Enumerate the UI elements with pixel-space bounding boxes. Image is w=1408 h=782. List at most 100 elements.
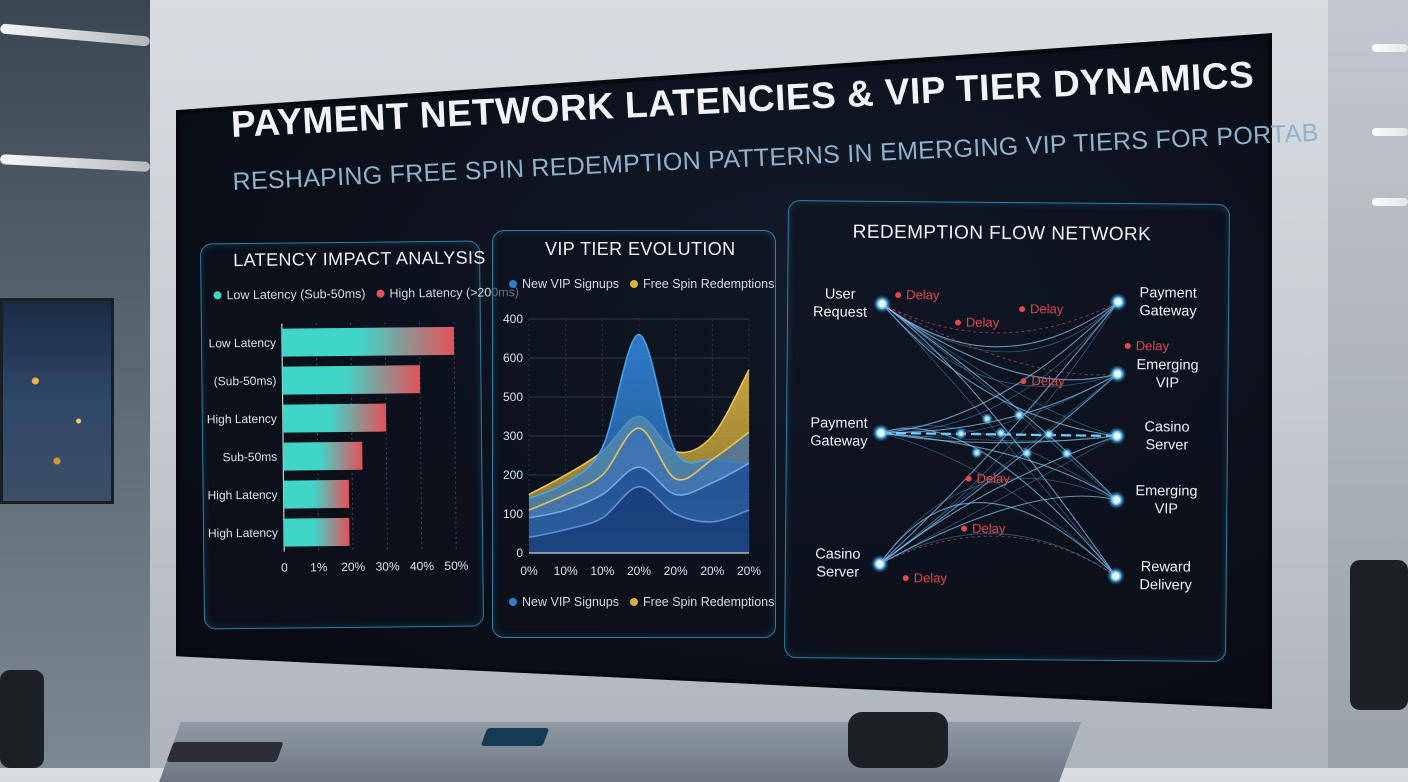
delay-icon [902, 575, 909, 582]
category-label: (Sub-50ms) [214, 374, 277, 389]
junction-point [994, 426, 1007, 439]
bar [283, 517, 350, 547]
delay-icon [895, 292, 902, 299]
flow-edge [881, 303, 1118, 437]
delay-label: Delay [906, 287, 940, 302]
series-line [528, 485, 750, 539]
legend-swatch-blue [509, 598, 517, 606]
x-tick-label: 20% [341, 560, 365, 574]
delay-label: Delay [972, 521, 1006, 536]
flow-edge [879, 502, 1117, 577]
series-line [528, 427, 750, 511]
legend-label: New VIP Signups [522, 277, 620, 291]
flow-edge [879, 495, 1117, 565]
flow-edge [879, 373, 1118, 565]
category-label: High Latency [208, 488, 278, 503]
flow-edge [881, 301, 1119, 353]
gridline [418, 322, 423, 551]
flow-edge [881, 303, 1118, 381]
flow-edge [881, 303, 1117, 577]
latency-panel: LATENCY IMPACT ANALYSIS Low Latency (Sub… [199, 240, 519, 630]
node-dot [1111, 430, 1123, 442]
x-tick-label: 10% [590, 564, 614, 578]
x-tick-label: 30% [375, 559, 399, 573]
legend-label: Free Spin Redemptions [643, 277, 775, 291]
y-tick-label: 500 [503, 390, 523, 404]
x-tick-label: 20% [627, 564, 651, 578]
flow-edge [880, 301, 1119, 434]
vip-legend-top: New VIP Signups Free Spin Redemptions [509, 277, 774, 291]
legend-swatch-cyan [213, 291, 222, 300]
y-tick-label: 0 [516, 546, 523, 560]
gridline [315, 323, 320, 552]
chair [0, 670, 44, 768]
legend-swatch-red [376, 289, 385, 298]
latency-panel-title: LATENCY IMPACT ANALYSIS [233, 247, 486, 271]
x-tick-label: 20% [737, 564, 761, 578]
legend-label: Low Latency (Sub-50ms) [226, 286, 366, 303]
vip-panel-title: VIP TIER EVOLUTION [545, 239, 736, 259]
bar [282, 365, 421, 395]
flow-edge [880, 427, 1117, 577]
x-tick-label: 40% [410, 559, 434, 573]
legend-swatch-gold [630, 280, 639, 288]
y-tick-label: 200 [503, 468, 523, 482]
junction-point [1013, 409, 1026, 422]
flow-edge [880, 432, 1117, 577]
bar [283, 441, 363, 471]
flow-edge [881, 301, 1119, 348]
x-tick-label: 10% [554, 564, 578, 578]
flow-edge [879, 435, 1118, 565]
legend-label: Free Spin Redemptions [643, 595, 775, 609]
y-tick-label: 600 [503, 351, 523, 365]
node-dot [874, 558, 886, 570]
node-dot [875, 427, 887, 439]
latency-legend: Low Latency (Sub-50ms) High Latency (>20… [213, 285, 519, 302]
category-label: Sub-50ms [222, 450, 277, 465]
delay-icon [965, 475, 972, 482]
x-tick-label: 0 [281, 561, 288, 575]
category-label: Low Latency [209, 336, 277, 351]
flow-edge [879, 533, 1116, 577]
x-tick-label: 20% [664, 564, 688, 578]
bar [281, 326, 455, 357]
junction-point [1042, 428, 1055, 441]
flow-edge [880, 432, 1118, 442]
junction-point [1060, 447, 1073, 460]
node-dot [876, 298, 888, 310]
delay-icon [954, 319, 961, 326]
flow-edge [879, 301, 1119, 565]
flow-edge [879, 477, 1117, 565]
delay-label: Delay [914, 570, 948, 585]
node-dot [1112, 296, 1124, 308]
gridline [384, 322, 388, 551]
delay-edge [881, 301, 1119, 334]
junction-point [970, 446, 983, 459]
gridline [453, 321, 457, 550]
delay-label: Delay [966, 315, 1000, 330]
area-series [529, 486, 749, 553]
legend-label: New VIP Signups [522, 595, 620, 609]
x-tick-label: 20% [700, 564, 724, 578]
junction-point [981, 412, 994, 425]
tablet [166, 742, 284, 762]
node-dot [1112, 368, 1123, 380]
ceiling-light [1372, 198, 1408, 206]
flow-edge [881, 303, 1118, 437]
y-tick-label: 300 [503, 429, 523, 443]
flow-edge [880, 425, 1117, 501]
gridline [350, 322, 354, 551]
y-axis [281, 323, 285, 552]
main-flow-bus [880, 431, 1117, 438]
delay-label: Delay [977, 471, 1011, 486]
ceiling-light [1372, 128, 1408, 136]
y-tick-label: 400 [503, 312, 523, 326]
